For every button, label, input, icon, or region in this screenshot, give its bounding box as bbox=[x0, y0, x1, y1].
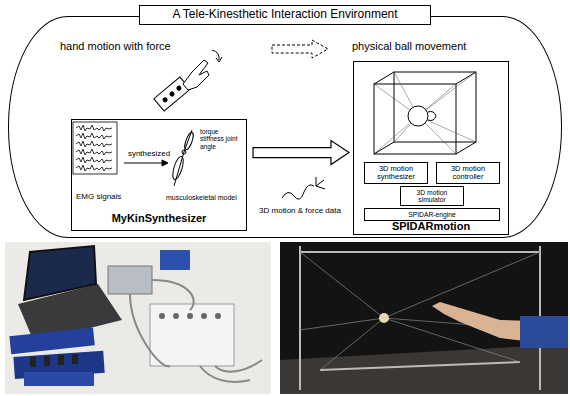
illustration-part bbox=[150, 304, 234, 366]
module-box: 3D motion synthesizer bbox=[364, 162, 428, 184]
illustration-part bbox=[24, 372, 94, 386]
illustration-part bbox=[316, 177, 317, 186]
illustration-part bbox=[169, 91, 175, 97]
spidar-cube bbox=[374, 72, 476, 154]
illustration-part bbox=[76, 141, 112, 147]
illustration-part bbox=[183, 60, 209, 90]
ball-photo bbox=[280, 242, 568, 394]
illustration-part bbox=[428, 112, 436, 121]
title-text: A Tele-Kinesthetic Interaction Environme… bbox=[139, 5, 431, 25]
illustration-part bbox=[272, 40, 328, 58]
illustration-part bbox=[44, 356, 50, 366]
parameter-label: torque stiffness joint angle bbox=[200, 128, 242, 150]
illustration-part bbox=[316, 180, 324, 186]
illustration-part bbox=[374, 72, 394, 84]
illustration-part bbox=[418, 72, 476, 116]
spidarmotion-box: SPIDARmotion 3D motion synthesizer 3D moti… bbox=[353, 61, 509, 235]
illustration-part bbox=[299, 246, 301, 390]
illustration-part bbox=[201, 313, 207, 319]
illustration-part bbox=[216, 57, 222, 62]
illustration-part bbox=[520, 316, 568, 348]
box-title: SPIDARmotion bbox=[354, 220, 508, 233]
illustration-part bbox=[173, 313, 179, 319]
illustration-part bbox=[282, 185, 314, 199]
illustration-part bbox=[76, 165, 112, 171]
illustration-part bbox=[187, 313, 193, 319]
illustration-part bbox=[171, 155, 186, 180]
box-text: SPIDAR-engine bbox=[367, 211, 497, 218]
illustration-part bbox=[300, 318, 384, 330]
illustration-part bbox=[300, 246, 540, 390]
heading-label: hand motion with force bbox=[60, 40, 210, 53]
dashed-arrow bbox=[272, 40, 328, 58]
illustration-part bbox=[159, 313, 221, 319]
illustration-part bbox=[9, 327, 94, 354]
illustration-part bbox=[162, 160, 168, 166]
illustration-part bbox=[374, 84, 456, 154]
illustration-part bbox=[320, 362, 520, 370]
illustration-part bbox=[212, 50, 219, 60]
illustration-part bbox=[215, 313, 221, 319]
illustration-part bbox=[5, 242, 271, 394]
heading-label: physical ball movement bbox=[352, 40, 502, 53]
illustration-part bbox=[176, 85, 182, 91]
illustration-part bbox=[108, 266, 152, 294]
illustration-part bbox=[316, 186, 325, 189]
illustration-part bbox=[394, 72, 476, 142]
illustration-part bbox=[280, 242, 568, 394]
illustration-part bbox=[30, 354, 78, 367]
illustration-part bbox=[182, 150, 186, 154]
illustration-part bbox=[162, 97, 168, 103]
device-photo bbox=[5, 242, 271, 394]
synthesis-arrow bbox=[124, 160, 168, 166]
box-text: 3D motion synthesizer bbox=[367, 165, 425, 182]
engine-box: SPIDAR-engine bbox=[364, 208, 500, 221]
box-text: 3D motion simulator bbox=[403, 189, 461, 204]
illustration-part bbox=[456, 72, 476, 84]
illustration-part bbox=[160, 250, 190, 270]
illustration-part bbox=[215, 360, 262, 372]
illustration-part bbox=[76, 149, 112, 155]
illustration-part bbox=[379, 313, 389, 323]
illustration-part bbox=[300, 252, 540, 370]
hand-sketch bbox=[154, 50, 222, 111]
box-title: MyKinSynthesizer bbox=[72, 212, 246, 225]
model-label: musculoskeletal model bbox=[166, 194, 246, 202]
illustration-part bbox=[159, 313, 165, 319]
signal-label: EMG signals bbox=[76, 192, 134, 201]
illustration-part bbox=[76, 157, 112, 163]
illustration-part bbox=[152, 280, 194, 310]
motion-curve bbox=[282, 177, 325, 199]
illustration-part bbox=[76, 133, 112, 139]
illustration-part bbox=[24, 246, 96, 300]
illustration-part bbox=[374, 142, 394, 154]
illustration-part bbox=[30, 357, 36, 367]
illustration-part bbox=[456, 142, 476, 154]
musculoskeletal-sketch bbox=[171, 130, 195, 186]
illustration-part bbox=[73, 122, 117, 174]
module-box: 3D motion simulator bbox=[400, 186, 464, 206]
illustration-part bbox=[408, 106, 428, 126]
illustration-part bbox=[384, 252, 540, 318]
illustration-part bbox=[200, 366, 250, 382]
illustration-part bbox=[130, 294, 170, 366]
illustration-part bbox=[76, 125, 112, 131]
data-label: 3D motion & force data bbox=[252, 206, 348, 215]
illustration-part bbox=[72, 354, 78, 364]
illustration-part bbox=[280, 344, 568, 394]
illustration-part bbox=[300, 252, 384, 318]
illustration-part bbox=[58, 355, 64, 365]
illustration-part bbox=[300, 251, 540, 253]
emg-signals-sketch bbox=[73, 122, 117, 174]
box-text: 3D motion controller bbox=[439, 165, 497, 182]
illustration-part bbox=[183, 132, 195, 151]
process-label: synthesized bbox=[122, 149, 176, 158]
module-box: 3D motion controller bbox=[436, 162, 500, 184]
illustration-part bbox=[130, 280, 262, 382]
illustration-part bbox=[374, 72, 476, 154]
illustration-part bbox=[124, 163, 162, 164]
flow-arrow bbox=[253, 141, 349, 165]
mykinsynthesizer-box: EMG signals synthesized torque stiffness j… bbox=[71, 119, 247, 231]
